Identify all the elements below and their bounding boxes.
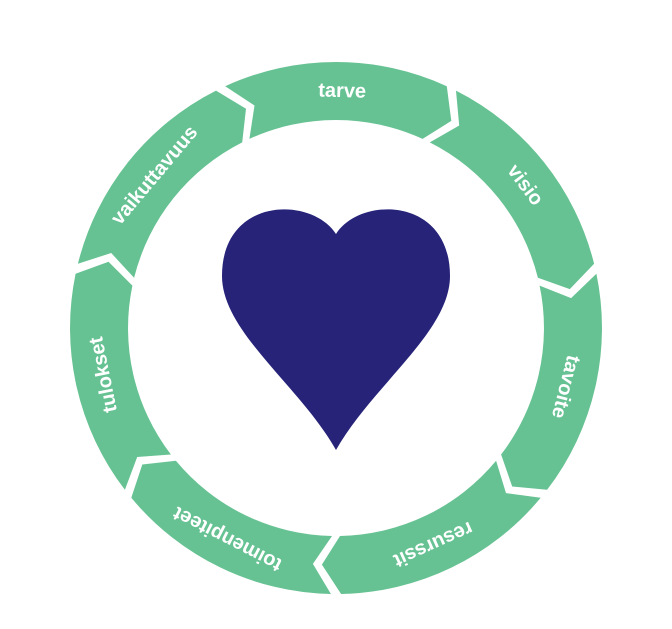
cycle-segment-resurssit — [321, 460, 541, 594]
cycle-segment-tarve — [225, 62, 452, 139]
cycle-segment-visio — [429, 90, 595, 290]
cycle-segment-tavoite — [501, 273, 602, 490]
cycle-segment-toimenpiteet — [131, 460, 332, 594]
segment-label: tarve — [318, 79, 366, 102]
heart-icon — [222, 209, 450, 450]
cycle-segment-vaikuttavuus — [77, 90, 247, 278]
cycle-segment-tulokset — [70, 261, 171, 490]
